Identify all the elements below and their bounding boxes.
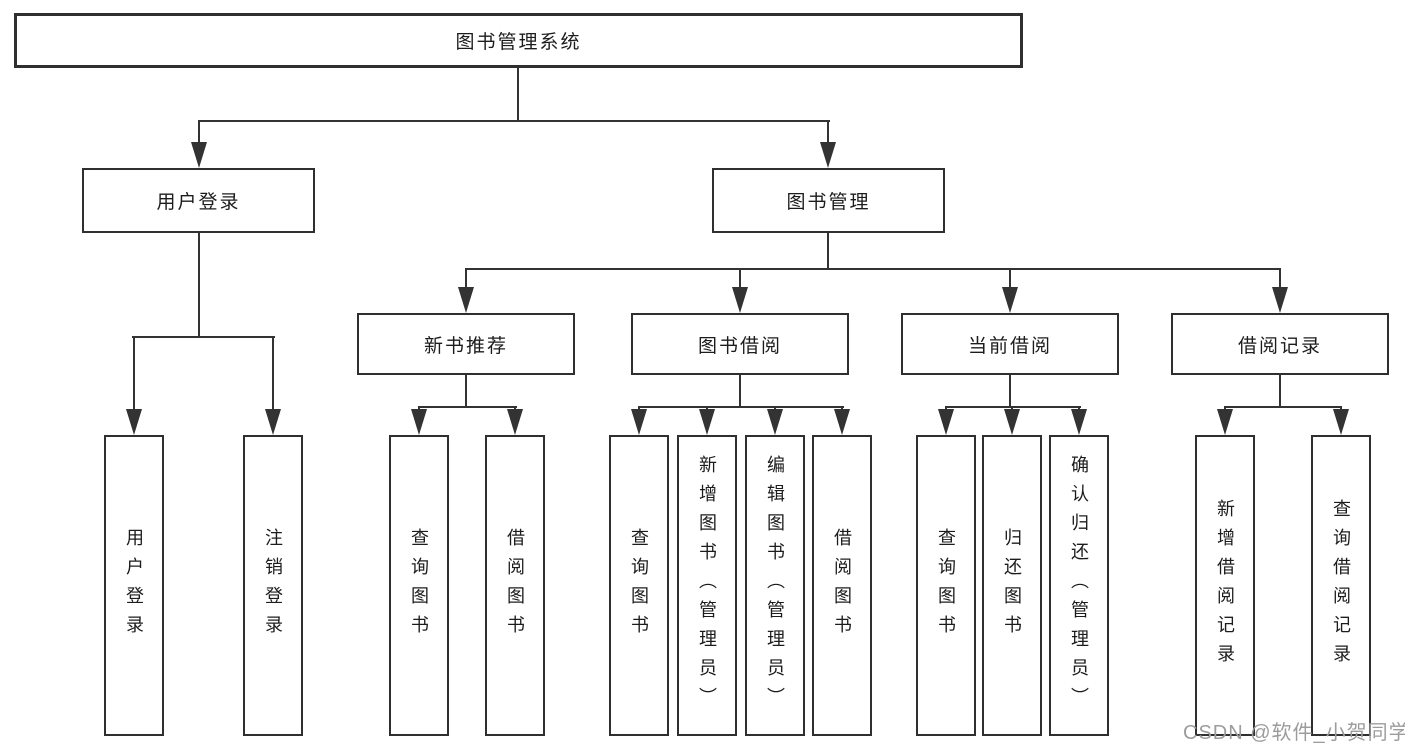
arrowhead-down-icon [1217,409,1233,435]
arrowhead-down-icon [126,409,142,435]
leaf-label: 注销登录 [263,527,283,644]
node-label: 图书管理系统 [455,32,582,53]
csdn-watermark: CSDN @软件_小贺同学 [1183,722,1405,744]
connector-line [638,406,844,408]
connector-line [827,233,829,270]
leaf-borrow-books: 借阅图书 [812,435,872,736]
connector-line [739,375,741,408]
connector-line [465,268,1281,270]
leaf-logout: 注销登录 [243,435,303,736]
arrowhead-down-icon [1004,409,1020,435]
arrowhead-down-icon [1333,409,1349,435]
leaf-label: 新增借阅记录 [1215,498,1235,673]
leaf-return-books: 归还图书 [982,435,1042,736]
connector-line [198,120,200,148]
node-user-login: 用户登录 [82,168,315,233]
leaf-label: 查询图书 [409,527,429,644]
connector-line [133,336,135,410]
leaf-label: 确认归还（管理员） [1069,455,1089,716]
node-label: 借阅记录 [1237,335,1322,357]
connector-line [517,68,519,122]
node-label: 图书管理 [786,192,871,213]
arrowhead-down-icon [458,287,474,313]
arrowhead-down-icon [1002,287,1018,313]
connector-line [827,120,829,148]
arrowhead-down-icon [507,409,523,435]
leaf-query-borrow-record: 查询借阅记录 [1311,435,1371,736]
arrowhead-down-icon [938,409,954,435]
leaf-query-books-borrow: 查询图书 [609,435,669,736]
connector-line [1224,406,1342,408]
node-label: 图书借阅 [697,335,782,357]
node-current-borrow: 当前借阅 [901,313,1119,375]
node-borrow-records: 借阅记录 [1171,313,1389,375]
arrowhead-down-icon [820,142,836,168]
arrowhead-down-icon [732,287,748,313]
connector-line [1279,375,1281,408]
node-book-borrow: 图书借阅 [631,313,849,375]
leaf-user-login: 用户登录 [104,435,164,736]
leaf-label: 用户登录 [124,527,144,644]
connector-line [465,375,467,408]
arrowhead-down-icon [265,409,281,435]
leaf-query-books-recommend: 查询图书 [389,435,449,736]
leaf-label: 新增图书（管理员） [697,455,717,716]
leaf-label: 查询图书 [629,527,649,644]
node-root-library-system: 图书管理系统 [14,13,1023,68]
node-label: 新书推荐 [423,335,508,357]
node-label: 当前借阅 [967,335,1052,357]
arrowhead-down-icon [699,409,715,435]
leaf-label: 编辑图书（管理员） [765,455,785,716]
connector-line [1009,375,1011,408]
leaf-label: 借阅图书 [505,527,525,644]
leaf-add-borrow-record: 新增借阅记录 [1195,435,1255,736]
connector-line [198,120,830,122]
connector-line [739,268,741,290]
leaf-label: 查询图书 [936,527,956,644]
connector-line [465,268,467,290]
arrowhead-down-icon [631,409,647,435]
node-new-book-recommend: 新书推荐 [357,313,575,375]
leaf-label: 查询借阅记录 [1331,498,1351,673]
connector-line [1009,268,1011,290]
arrowhead-down-icon [1272,287,1288,313]
leaf-borrow-books-recommend: 借阅图书 [485,435,545,736]
node-book-management: 图书管理 [712,168,945,233]
arrowhead-down-icon [834,409,850,435]
connector-line [198,233,200,338]
connector-line [132,336,275,338]
leaf-add-books-admin: 新增图书（管理员） [677,435,737,736]
leaf-edit-books-admin: 编辑图书（管理员） [745,435,805,736]
connector-line [418,406,517,408]
arrowhead-down-icon [411,409,427,435]
leaf-label: 归还图书 [1002,527,1022,644]
arrowhead-down-icon [767,409,783,435]
node-label: 用户登录 [156,192,241,213]
connector-line [945,406,1081,408]
leaf-confirm-return-admin: 确认归还（管理员） [1049,435,1109,736]
arrowhead-down-icon [191,142,207,168]
connector-line [272,336,274,410]
connector-line [1279,268,1281,290]
leaf-query-books-current: 查询图书 [916,435,976,736]
arrowhead-down-icon [1071,409,1087,435]
leaf-label: 借阅图书 [832,527,852,644]
